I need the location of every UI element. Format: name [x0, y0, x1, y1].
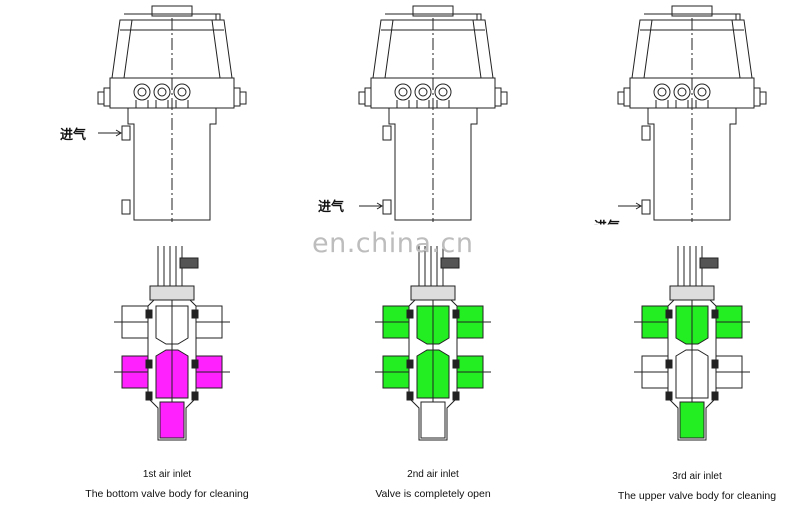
cable-gland-inner: [177, 87, 187, 97]
seal-gasket: [145, 309, 153, 319]
cable-gland-inner: [137, 87, 147, 97]
cable-gland: [653, 83, 671, 101]
seal-gasket: [665, 359, 673, 369]
cable-gland-inner: [438, 87, 448, 97]
housing-edge: [643, 19, 653, 79]
caption-title-1: 1st air inlet: [142, 469, 192, 480]
cable-gland: [693, 83, 711, 101]
gap-band: [102, 222, 242, 244]
housing-edge: [731, 19, 741, 79]
seal-gasket: [452, 391, 460, 401]
caption-1: 1st air inlet The bottom valve body for …: [52, 468, 282, 501]
side-lug-left-outer: [617, 91, 625, 105]
caption-subtitle-3: The upper valve body for cleaning: [617, 490, 777, 502]
side-lug-right: [494, 87, 502, 107]
valve-assembly-open: [358, 5, 508, 232]
housing-edge: [472, 19, 482, 79]
stem-clamp: [440, 257, 460, 269]
air-inlet-arrowhead: [115, 129, 122, 137]
side-lug-right-outer: [759, 91, 767, 105]
side-lug-left: [364, 87, 372, 107]
seal-gasket: [665, 391, 673, 401]
air-port-lower: [641, 199, 651, 215]
gap-band: [363, 222, 503, 244]
side-lug-left: [103, 87, 111, 107]
leakage-outlet: [679, 401, 705, 439]
caption-subtitle-2: Valve is completely open: [375, 488, 491, 500]
air-inlet-arrowhead: [376, 202, 383, 210]
air-port-lower: [121, 199, 131, 215]
side-lug-right-outer: [239, 91, 247, 105]
actuator-top-knob: [412, 5, 454, 17]
housing-edge: [211, 19, 221, 79]
valve-assembly-upper: [617, 5, 767, 232]
stem-clamp: [699, 257, 719, 269]
seal-gasket: [711, 359, 719, 369]
valve-body-upper: [634, 246, 750, 441]
cable-gland: [414, 83, 432, 101]
cable-gland-inner: [697, 87, 707, 97]
side-lug-right: [753, 87, 761, 107]
caption-subtitle-1: The bottom valve body for cleaning: [85, 488, 249, 500]
cable-gland-inner: [157, 87, 167, 97]
bonnet: [669, 285, 715, 301]
leakage-outlet: [420, 401, 446, 439]
bonnet: [149, 285, 195, 301]
seal-gasket: [406, 359, 414, 369]
air-port-lower: [382, 199, 392, 215]
cable-gland: [673, 83, 691, 101]
seal-gasket: [665, 309, 673, 319]
cable-gland: [434, 83, 452, 101]
seal-gasket: [452, 359, 460, 369]
valve-body-bottom: [114, 246, 230, 441]
housing-edge: [123, 19, 133, 79]
air-port-upper: [382, 125, 392, 141]
caption-title-3: 3rd air inlet: [672, 471, 722, 482]
seal-gasket: [452, 309, 460, 319]
seal-gasket: [145, 359, 153, 369]
seal-gasket: [145, 391, 153, 401]
caption-title-2: 2nd air inlet: [407, 469, 459, 480]
caption-2: 2nd air inlet Valve is completely open: [318, 468, 548, 501]
air-inlet-label-3: 进气: [594, 220, 621, 235]
side-lug-right: [233, 87, 241, 107]
seal-gasket: [191, 309, 199, 319]
air-inlet-arrowhead: [635, 202, 642, 210]
cable-gland-inner: [677, 87, 687, 97]
bonnet: [410, 285, 456, 301]
side-lug-left-outer: [97, 91, 105, 105]
seal-gasket: [406, 391, 414, 401]
side-lug-left: [623, 87, 631, 107]
cable-gland-inner: [657, 87, 667, 97]
seal-gasket: [191, 391, 199, 401]
actuator-top-knob: [671, 5, 713, 17]
side-lug-left-outer: [358, 91, 366, 105]
leakage-outlet: [159, 401, 185, 439]
cable-gland: [173, 83, 191, 101]
air-port-upper: [641, 125, 651, 141]
air-inlet-label-2: 进气: [318, 200, 345, 215]
watermark: en.china.cn: [312, 228, 474, 259]
cable-gland-inner: [398, 87, 408, 97]
air-port-upper: [121, 125, 131, 141]
air-inlet-label-1: 进气: [60, 128, 87, 143]
housing-edge: [384, 19, 394, 79]
gap-band: [622, 222, 762, 244]
caption-3: 3rd air inlet The upper valve body for c…: [582, 470, 800, 503]
cable-gland: [153, 83, 171, 101]
actuator-top-knob: [151, 5, 193, 17]
seal-gasket: [711, 391, 719, 401]
cable-gland: [394, 83, 412, 101]
valve-assembly-bottom: [97, 5, 247, 232]
cable-gland-inner: [418, 87, 428, 97]
seal-gasket: [191, 359, 199, 369]
seal-gasket: [406, 309, 414, 319]
side-lug-right-outer: [500, 91, 508, 105]
stem-clamp: [179, 257, 199, 269]
valve-body-open: [375, 246, 491, 441]
cable-gland: [133, 83, 151, 101]
seal-gasket: [711, 309, 719, 319]
